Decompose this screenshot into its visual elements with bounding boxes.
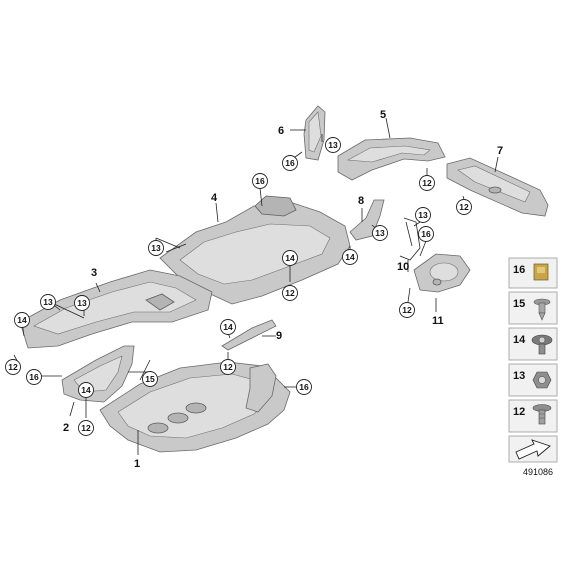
callout-12: 12: [285, 288, 295, 298]
callout-14: 14: [81, 385, 91, 395]
expanding-nut-icon: [531, 334, 553, 355]
callout-group: 13 16 12 12 16 13 14 12 13 14 13 16: [5, 137, 472, 436]
part-11-shape: [413, 253, 471, 293]
part-number-5: 5: [380, 109, 386, 121]
callout-13: 13: [375, 228, 385, 238]
part-10-shape: [399, 217, 421, 261]
callout-16: 16: [255, 176, 265, 186]
part-4-shape: [159, 195, 351, 305]
part-5-shape: [337, 137, 446, 181]
callout-12: 12: [402, 305, 412, 315]
hex-nut-icon: [532, 371, 552, 389]
part-8-shape: [349, 199, 385, 241]
screw-icon: [533, 298, 551, 321]
leader-lines: [13, 117, 499, 455]
callout-16: 16: [421, 229, 431, 239]
part-2-shape: [61, 345, 135, 403]
part-number-11: 11: [432, 315, 444, 327]
legend-number-14: 14: [513, 334, 526, 346]
callout-12: 12: [81, 423, 91, 433]
part-number-4: 4: [211, 192, 218, 204]
legend-number-16: 16: [513, 264, 525, 276]
part-number-8: 8: [358, 195, 364, 207]
part-1-shape: [99, 361, 291, 453]
part-number-3: 3: [91, 267, 97, 279]
callout-16: 16: [299, 382, 309, 392]
part-number-2: 2: [63, 422, 69, 434]
callout-13: 13: [328, 140, 338, 150]
clip-nut-icon: [533, 263, 549, 281]
arrow-icon: [515, 439, 551, 460]
callout-14: 14: [345, 252, 355, 262]
bolt-icon: [532, 404, 552, 425]
callout-15: 15: [145, 374, 155, 384]
fastener-legend: 16 15 14 13 12: [508, 257, 558, 477]
callout-14: 14: [285, 253, 295, 263]
callout-12: 12: [422, 178, 432, 188]
part-number-1: 1: [134, 458, 140, 470]
part-9-shape: [221, 319, 277, 351]
part-number-6: 6: [278, 125, 284, 137]
part-numbers: 5 7 6 4 8 3 10 11 9 2 1: [63, 109, 503, 470]
legend-number-15: 15: [513, 298, 525, 310]
legend-number-13: 13: [513, 370, 525, 382]
part-7-shape: [446, 157, 549, 217]
part-6-shape: [303, 105, 326, 161]
legend-number-12: 12: [513, 406, 525, 418]
part-number-7: 7: [497, 145, 503, 157]
reference-number: 491086: [523, 467, 553, 477]
part-3-shape: [19, 269, 213, 349]
callout-12: 12: [8, 362, 18, 372]
callout-13: 13: [77, 298, 87, 308]
callout-16: 16: [285, 158, 295, 168]
callout-12: 12: [223, 362, 233, 372]
callout-13: 13: [418, 210, 428, 220]
callout-14: 14: [223, 322, 233, 332]
callout-12: 12: [459, 202, 469, 212]
callout-16: 16: [29, 372, 39, 382]
part-number-10: 10: [397, 261, 409, 273]
callout-13: 13: [43, 297, 53, 307]
part-number-9: 9: [276, 330, 282, 342]
callout-13: 13: [151, 243, 161, 253]
callout-14: 14: [17, 315, 27, 325]
